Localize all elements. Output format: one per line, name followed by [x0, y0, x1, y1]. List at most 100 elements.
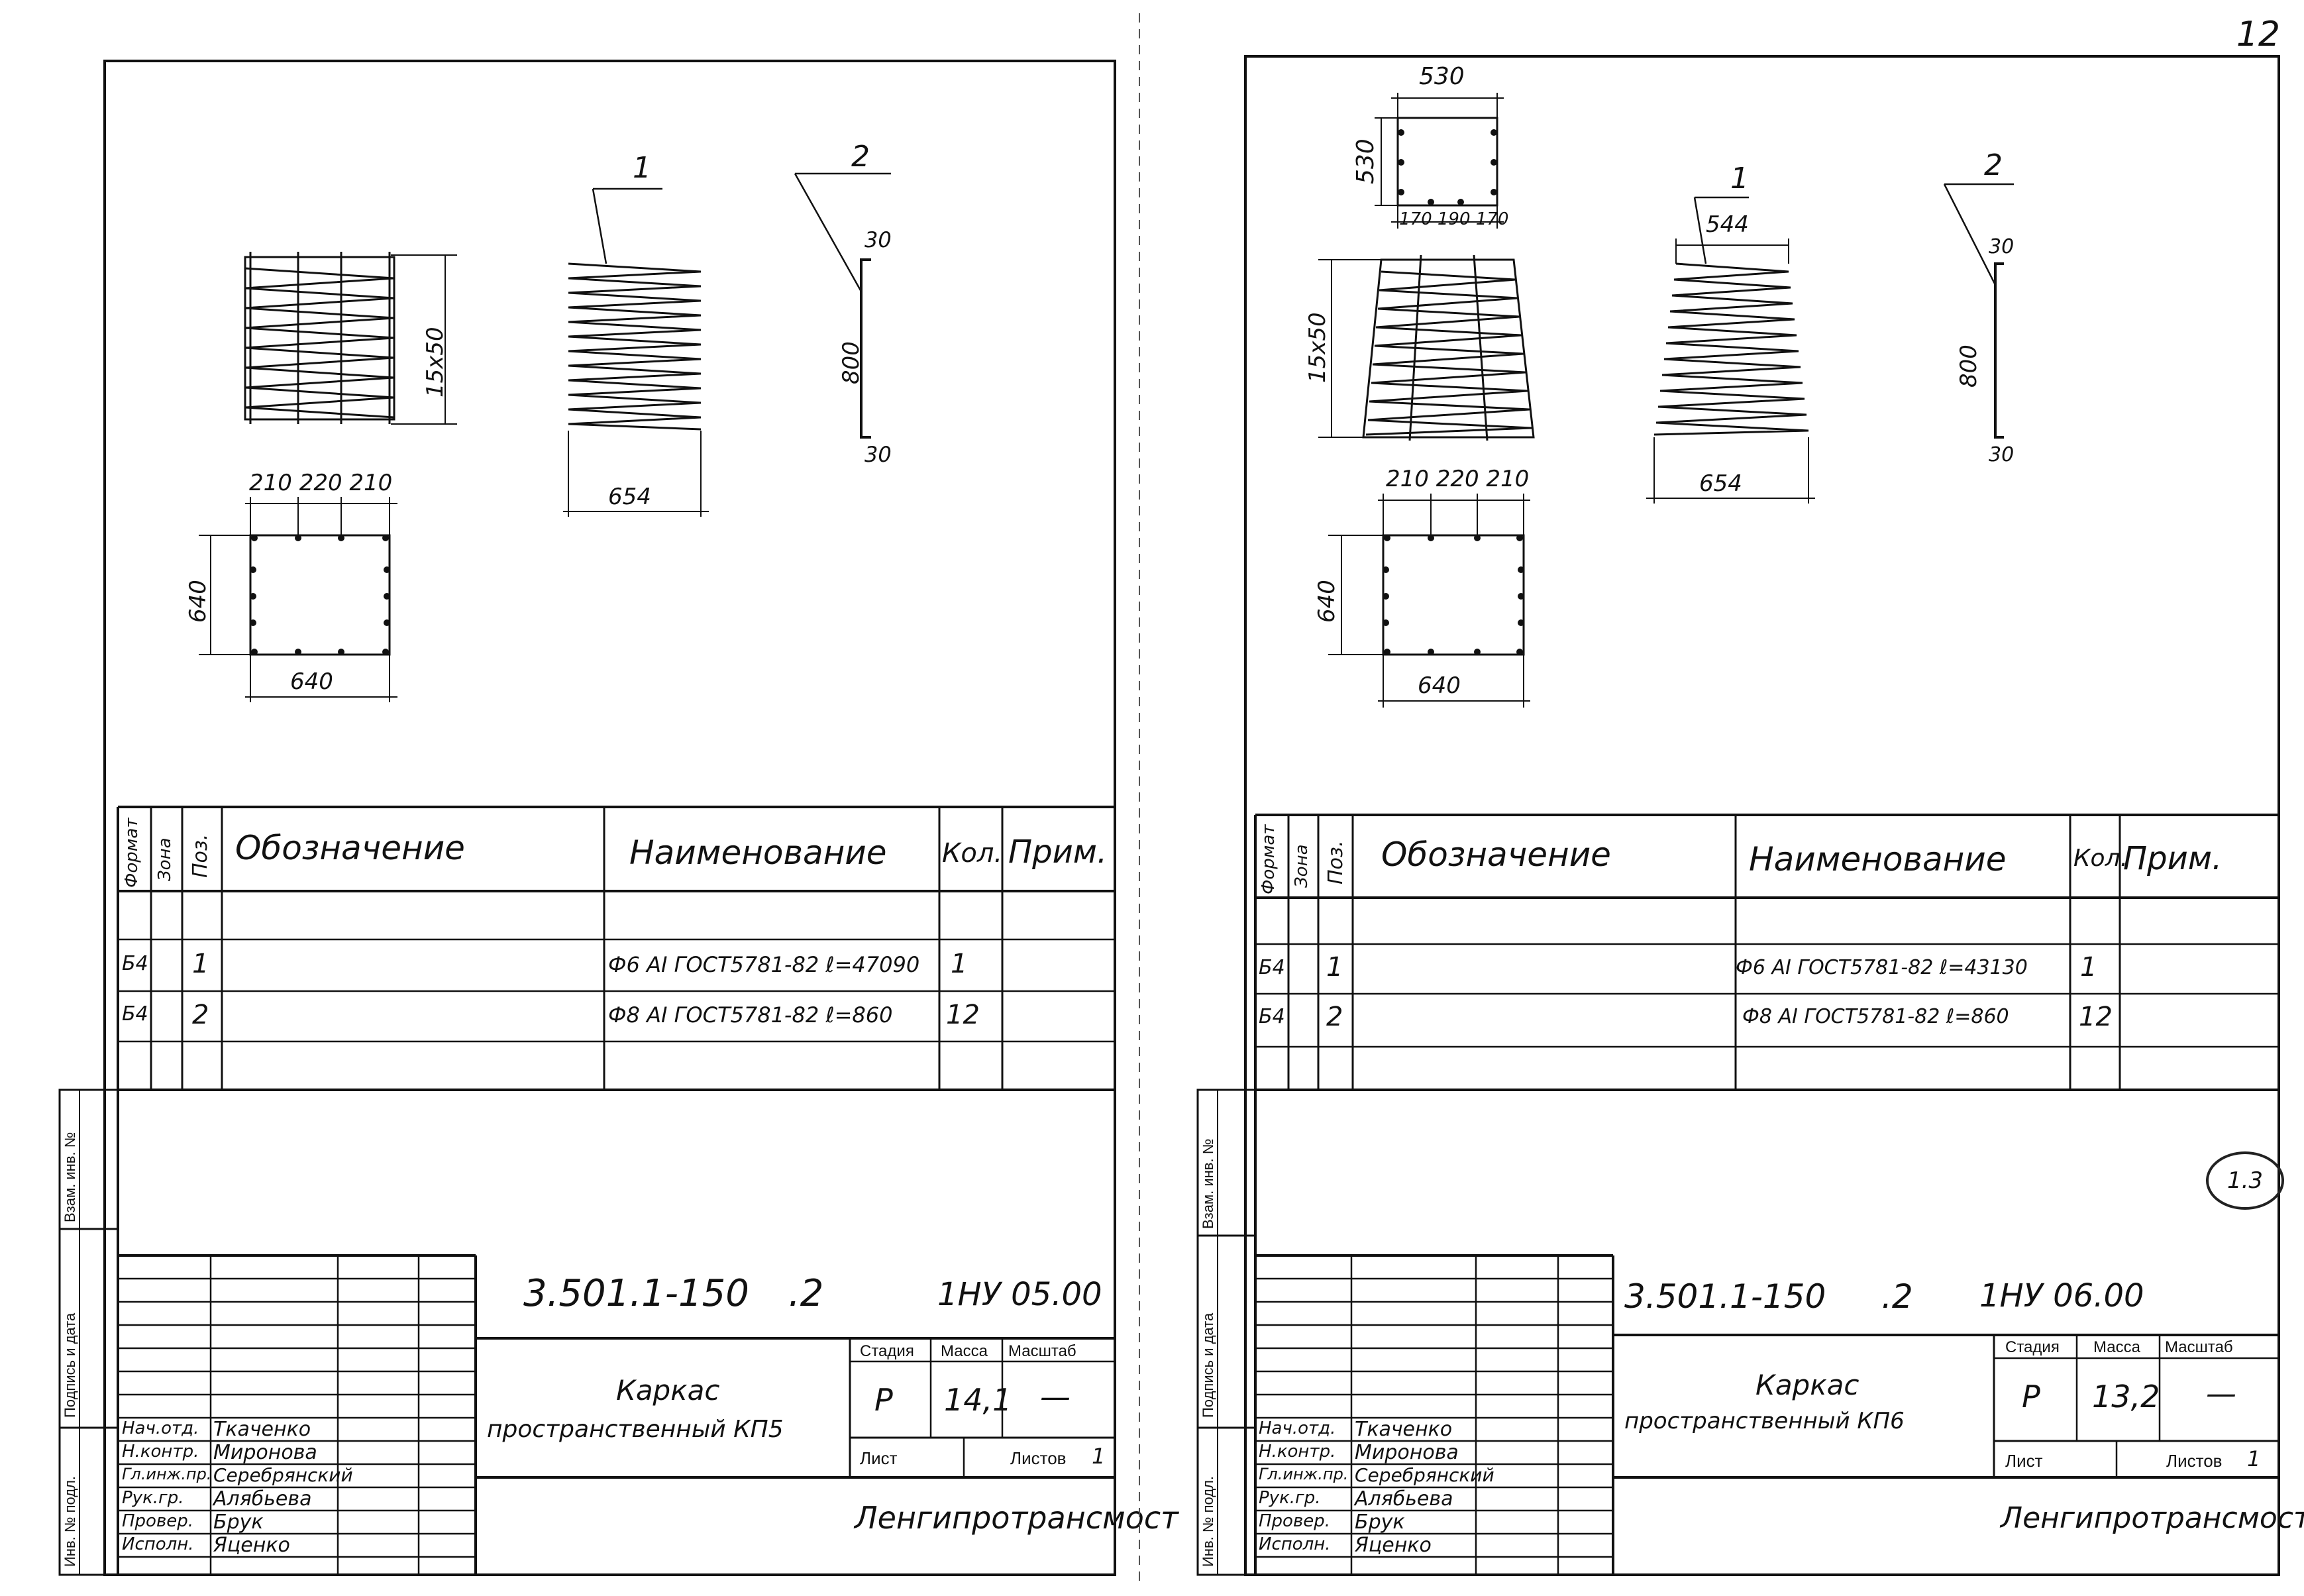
circled-note: 1.3: [2206, 1151, 2284, 1210]
mass-value: 14,1: [944, 1382, 1012, 1418]
col-qty-header: Кол.: [2073, 845, 2128, 872]
signer-role: Н.контр.: [1259, 1442, 1336, 1462]
signer-role: Нач.отд.: [122, 1418, 199, 1438]
signer-name: Брук: [213, 1511, 264, 1534]
signer-role: Нач.отд.: [1259, 1418, 1336, 1438]
dim-section-bottom: 640: [1418, 672, 1461, 699]
title-line-2: пространственный КП5: [487, 1416, 784, 1443]
organization: Ленгипротрансмост: [855, 1500, 1178, 1536]
col-format-header: Формат: [122, 818, 142, 888]
side-label-inv-no: Инв. № подл.: [62, 1475, 78, 1567]
dim-small-sub: 170 190 170: [1399, 209, 1509, 229]
dim-cage-height: 15x50: [422, 327, 448, 398]
dim-bar-length: 800: [838, 341, 864, 384]
signer-name: Алябьева: [1355, 1487, 1453, 1511]
row-name: Ф6 АI ГОСТ5781-82 ℓ=43130: [1736, 956, 2028, 979]
signer-name: Ткаченко: [1355, 1418, 1453, 1441]
signer-role: Провер.: [122, 1511, 194, 1531]
row-name: Ф6 АI ГОСТ5781-82 ℓ=47090: [608, 952, 920, 977]
scale-value: —: [1040, 1379, 1071, 1414]
label-pos-2: 2: [851, 140, 870, 174]
mass-label: Масса: [2093, 1338, 2140, 1356]
signer-role: Гл.инж.пр.: [122, 1465, 212, 1483]
row-pos: 1: [192, 949, 209, 979]
signer-role: Рук.гр.: [122, 1488, 184, 1508]
side-label-inv-no: Инв. № подл.: [1200, 1475, 1216, 1567]
col-zone-header: Зона: [155, 837, 175, 881]
signer-name: Миронова: [1355, 1441, 1459, 1464]
sheet-label: Лист: [2005, 1451, 2043, 1471]
row-qty: 12: [946, 1000, 980, 1030]
doc-issue: .2: [1881, 1277, 1913, 1316]
row-pos: 2: [192, 1000, 209, 1030]
doc-code: 3.501.1-150: [1624, 1277, 1826, 1316]
doc-number: 1НУ 06.00: [1979, 1277, 2144, 1314]
dim-spiral-top: 544: [1706, 211, 1749, 238]
doc-issue: .2: [788, 1272, 824, 1315]
sheet-frame: [58, 60, 1116, 1576]
scale-label: Масштаб: [2165, 1338, 2233, 1356]
cut-line: [1139, 13, 1140, 1583]
row-qty: 12: [2079, 1002, 2113, 1032]
mass-value: 13,2: [2092, 1379, 2160, 1414]
dim-spiral-width: 654: [608, 484, 651, 510]
dim-bar-top: 30: [1989, 235, 2015, 258]
stage-label: Стадия: [860, 1342, 914, 1360]
dim-section-bottom: 640: [290, 668, 333, 695]
row-pos: 2: [1326, 1002, 1343, 1032]
col-note-header: Прим.: [1008, 833, 1108, 871]
signer-name: Брук: [1355, 1511, 1405, 1534]
stage-value: Р: [2022, 1379, 2040, 1414]
col-format-header: Формат: [1259, 824, 1279, 895]
signer-name: Яценко: [213, 1534, 290, 1557]
row-name: Ф8 АI ГОСТ5781-82 ℓ=860: [608, 1002, 893, 1028]
col-qty-header: Кол.: [942, 838, 1003, 869]
signer-role: Рук.гр.: [1259, 1488, 1321, 1508]
dim-bar-bottom: 30: [864, 442, 892, 467]
signer-name: Алябьева: [213, 1487, 312, 1511]
drawing-sheet-right: 530 530 170 190 170 15x50 210 220 210 64…: [1153, 0, 2304, 1596]
signer-name: Ткаченко: [213, 1418, 311, 1441]
row-pos: 1: [1326, 952, 1343, 983]
dim-bar-length: 800: [1956, 345, 1982, 388]
signer-role: Н.контр.: [122, 1442, 199, 1462]
side-label-signature-date: Подпись и дата: [62, 1312, 78, 1418]
dim-section-top: 210 220 210: [1386, 466, 1530, 492]
signer-role: Провер.: [1259, 1511, 1331, 1531]
doc-number: 1НУ 05.00: [937, 1276, 1102, 1313]
col-note-header: Прим.: [2123, 840, 2223, 877]
scale-value: —: [2206, 1375, 2236, 1411]
signer-role: Гл.инж.пр.: [1259, 1465, 1349, 1483]
side-label-replace-inv: Взам. инв. №: [1200, 1138, 1216, 1229]
drawing-sheet-left: 15x50 210 220 210 640 640 654 1 2 30 800…: [0, 0, 1178, 1596]
signer-name: Серебрянский: [1355, 1464, 1494, 1486]
row-format: Б4: [122, 952, 148, 975]
dim-cage-height: 15x50: [1304, 312, 1331, 383]
row-qty: 1: [2080, 952, 2097, 983]
label-pos-1: 1: [633, 151, 651, 185]
sheets-label: Листов: [1010, 1448, 1067, 1468]
col-designation-header: Обозначение: [1381, 835, 1611, 874]
row-qty: 1: [951, 949, 968, 979]
signer-role: Исполн.: [122, 1534, 194, 1554]
doc-code: 3.501.1-150: [523, 1272, 749, 1315]
title-line-2: пространственный КП6: [1624, 1408, 1905, 1434]
dim-bar-bottom: 30: [1989, 443, 2015, 466]
sheet-label: Лист: [860, 1448, 898, 1468]
row-format: Б4: [1259, 1005, 1285, 1028]
sheets-label: Листов: [2166, 1451, 2223, 1471]
col-name-header: Наименование: [629, 833, 887, 872]
label-pos-2: 2: [1984, 148, 2003, 182]
scale-label: Масштаб: [1008, 1342, 1076, 1360]
dim-small-top: 530: [1419, 63, 1465, 90]
row-format: Б4: [122, 1002, 148, 1026]
title-line-1: Каркас: [616, 1374, 720, 1407]
page-number: 12: [2236, 15, 2280, 54]
signer-role: Исполн.: [1259, 1534, 1331, 1554]
row-name: Ф8 АI ГОСТ5781-82 ℓ=860: [1742, 1005, 2009, 1028]
title-line-1: Каркас: [1755, 1369, 1859, 1401]
dim-bar-top: 30: [864, 227, 892, 252]
side-label-replace-inv: Взам. инв. №: [62, 1132, 78, 1222]
dim-section-side: 640: [1314, 580, 1340, 623]
row-format: Б4: [1259, 956, 1285, 979]
